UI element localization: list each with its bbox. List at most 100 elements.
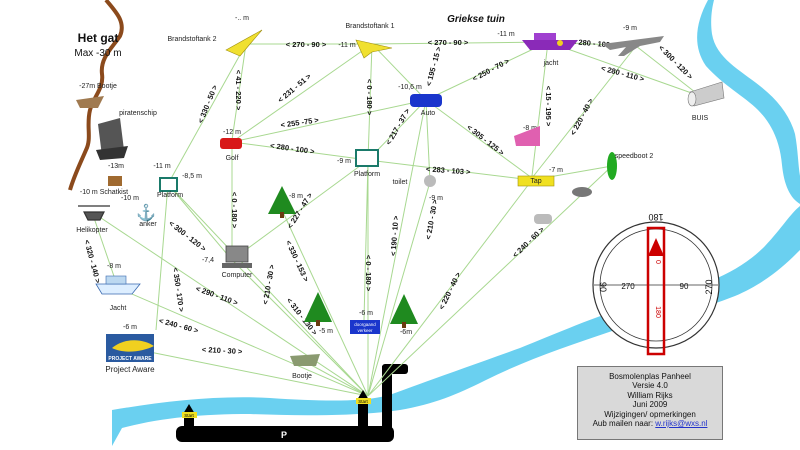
place-depth: -6 m bbox=[359, 310, 373, 317]
bearing-line bbox=[231, 43, 373, 143]
place-depth: -6m bbox=[400, 329, 412, 336]
compass-right-inner-label: 90 bbox=[680, 282, 689, 291]
tree-2-marker[interactable]: -5 m bbox=[304, 292, 333, 335]
place-depth: -6 m bbox=[123, 324, 137, 331]
project-aware-marker[interactable]: -6 m PROJECT AWARE Project Aware bbox=[105, 324, 155, 374]
info-line: Juni 2009 bbox=[632, 400, 668, 410]
bearing-label: < 0 - 180 > bbox=[365, 79, 374, 116]
bearing-line bbox=[367, 99, 427, 397]
bearing-line bbox=[281, 209, 369, 397]
anker-marker[interactable]: -10 m ⚓ anker bbox=[121, 195, 157, 228]
place-label: -10 m Schatkist bbox=[80, 189, 128, 196]
auto-marker[interactable]: -10,6 m Auto bbox=[398, 84, 442, 117]
bearing-label: < 350 - 170 > bbox=[171, 267, 186, 313]
bearing-line bbox=[371, 41, 549, 45]
jacht-top-marker[interactable]: -11 m jacht bbox=[497, 31, 578, 67]
bearing-line bbox=[531, 45, 637, 179]
brandstoftank-1-marker[interactable]: Brandstoftank 1 -11 m bbox=[338, 23, 395, 59]
bootje-bottom-marker[interactable]: Bootje bbox=[290, 354, 320, 380]
traffic-sign-icon bbox=[350, 320, 380, 334]
bearing-label: < 15 - 195 > bbox=[544, 86, 553, 127]
sign-text: doorgaand bbox=[354, 322, 376, 327]
bearing-label: < 320 - 140 > bbox=[82, 239, 102, 285]
compass-needle bbox=[646, 226, 666, 356]
bearing-label: < 217 - 37 > bbox=[384, 106, 412, 146]
bearing-label: < 280 - 100 > bbox=[270, 141, 316, 156]
garden-title: Griekse tuin bbox=[447, 14, 505, 25]
place-depth: -8 m bbox=[107, 263, 121, 270]
airplane-marker[interactable]: -9 m bbox=[602, 25, 664, 56]
bearing-label: < 210 - 30 > bbox=[202, 345, 243, 356]
place-label: Brandstoftank 2 bbox=[167, 36, 216, 43]
start-right-marker[interactable]: Start bbox=[356, 390, 371, 404]
place-label: Jacht bbox=[110, 305, 127, 312]
fuel-tank-icon bbox=[225, 29, 263, 57]
bearing-line bbox=[231, 259, 369, 397]
bearing-line bbox=[367, 181, 431, 397]
bearing-label: < 330 - 50 > bbox=[196, 83, 220, 124]
toilet-marker[interactable]: toilet -9 m bbox=[393, 175, 444, 202]
tree-icon bbox=[304, 292, 332, 322]
place-label: Auto bbox=[421, 110, 436, 117]
tree-icon bbox=[268, 186, 296, 214]
object-icon bbox=[514, 126, 540, 146]
bearing-line bbox=[91, 211, 369, 397]
bearing-label: < 305 - 125 > bbox=[465, 123, 506, 158]
schatkist-marker[interactable]: -10 m Schatkist bbox=[80, 176, 128, 196]
email-link[interactable]: w.rijks@wxs.nl bbox=[655, 419, 708, 429]
platform-icon bbox=[159, 177, 178, 192]
lake-top-right-water bbox=[676, 0, 800, 204]
buis-marker[interactable]: BUIS bbox=[687, 81, 725, 122]
anchor-icon: ⚓ bbox=[136, 203, 156, 222]
logo-text: PROJECT AWARE bbox=[108, 356, 152, 362]
platform-mid-marker[interactable]: -9 m Platform bbox=[337, 149, 380, 178]
brandstoftank-2-marker[interactable]: Brandstoftank 2 -.. m bbox=[167, 15, 263, 57]
bearing-label: < 0 - 180 > bbox=[364, 255, 373, 292]
tree-1-marker[interactable]: -8 m bbox=[268, 186, 303, 218]
bearing-line bbox=[117, 287, 369, 397]
bearing-line bbox=[167, 183, 369, 397]
speedboot-2-marker[interactable]: speedboot 2 bbox=[607, 152, 653, 180]
bearing-label: < 250 - 70 > bbox=[471, 56, 511, 83]
tree-3-marker[interactable]: -6m bbox=[390, 294, 418, 336]
doorgaand-verkeer-sign[interactable]: -6 m doorgaand verkeer bbox=[350, 310, 380, 334]
compass-needle-bottom-label: 180 bbox=[654, 306, 661, 318]
place-label: Golf bbox=[226, 155, 239, 162]
start-label: Start bbox=[184, 413, 194, 418]
place-depth: -11 m bbox=[153, 163, 171, 170]
place-depth: -12 m bbox=[223, 129, 241, 136]
bearing-line bbox=[363, 159, 369, 321]
info-line: William Rijks bbox=[627, 390, 673, 400]
helikopter-marker[interactable]: Helikopter bbox=[76, 205, 110, 234]
jacht-left-marker[interactable]: -8 m Jacht bbox=[95, 263, 141, 312]
platform-left-marker[interactable]: -11 m -8,5 m Platform bbox=[153, 163, 202, 199]
bearing-line bbox=[91, 211, 119, 289]
place-depth: -11 m bbox=[338, 42, 356, 49]
place-label: Bootje bbox=[292, 373, 312, 380]
start-flag bbox=[182, 412, 197, 418]
golf-marker[interactable]: -12 m Golf bbox=[220, 129, 242, 162]
place-label: Computer bbox=[222, 272, 253, 279]
bearing-line bbox=[531, 41, 549, 177]
place-label: anker bbox=[139, 221, 157, 228]
computer-marker[interactable]: -7,4 Computer bbox=[202, 245, 253, 279]
bearing-line bbox=[367, 165, 613, 397]
place-depth: -9 m bbox=[623, 25, 637, 32]
place-label: -27m Bootje bbox=[79, 83, 117, 90]
boat-icon bbox=[76, 96, 104, 108]
bearing-line bbox=[129, 347, 369, 397]
place-depth: -5 m bbox=[319, 328, 333, 335]
bootje-27-marker[interactable]: -27m Bootje bbox=[76, 83, 117, 108]
piratenschip-marker[interactable]: piratenschip -13m bbox=[96, 110, 157, 170]
place-label: BUIS bbox=[692, 115, 709, 122]
bearing-line bbox=[367, 159, 533, 181]
shore-line bbox=[68, 0, 124, 191]
bearing-label: < 240 - 60 > bbox=[158, 316, 200, 335]
start-left-marker[interactable]: Start bbox=[182, 404, 197, 418]
tap-marker[interactable]: -7 m Tap bbox=[517, 167, 563, 187]
bearing-label: < 270 - 90 > bbox=[428, 38, 469, 47]
tree-icon bbox=[390, 294, 418, 324]
barrel-marker bbox=[534, 187, 592, 224]
depth-8-marker[interactable]: -8 m bbox=[514, 125, 540, 146]
